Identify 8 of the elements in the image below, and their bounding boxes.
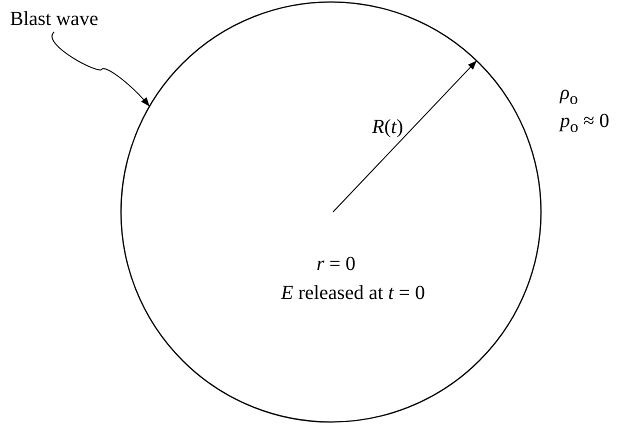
density-label: ρ$_{o}$ bbox=[560, 82, 578, 108]
pressure-label: p$_{o}$ ≈ 0 bbox=[560, 110, 610, 136]
radius-label: R(t) bbox=[372, 116, 404, 138]
energy-release-label: E released at t = 0 bbox=[281, 282, 425, 304]
leader-arrow bbox=[52, 32, 150, 107]
blast-wave-circle bbox=[120, 1, 542, 423]
origin-label: r = 0 bbox=[316, 253, 356, 275]
blast-wave-label: Blast wave bbox=[10, 8, 98, 30]
